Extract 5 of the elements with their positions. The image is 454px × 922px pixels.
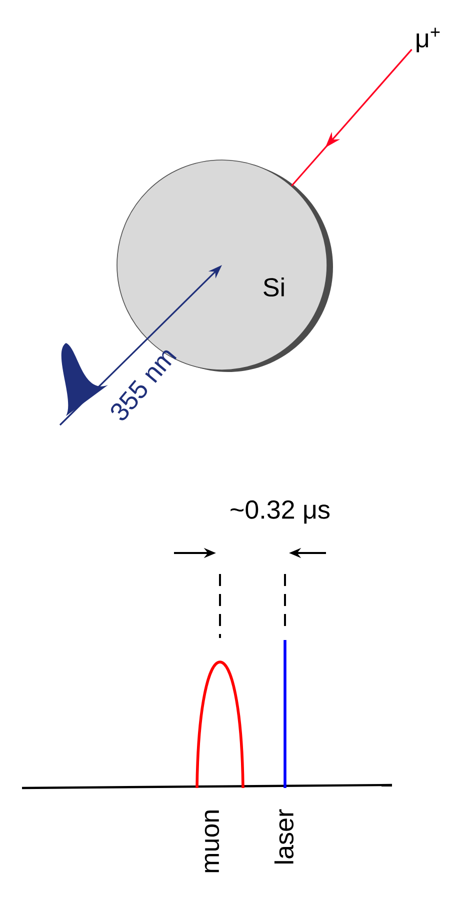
axis-label: muon: [204, 810, 220, 872]
dimension-label: ~0.32 μs: [230, 500, 330, 524]
arrow: [291, 48, 412, 186]
axis-label: laser: [274, 809, 294, 864]
particle-label: μ$^{+}$: [416, 28, 440, 52]
